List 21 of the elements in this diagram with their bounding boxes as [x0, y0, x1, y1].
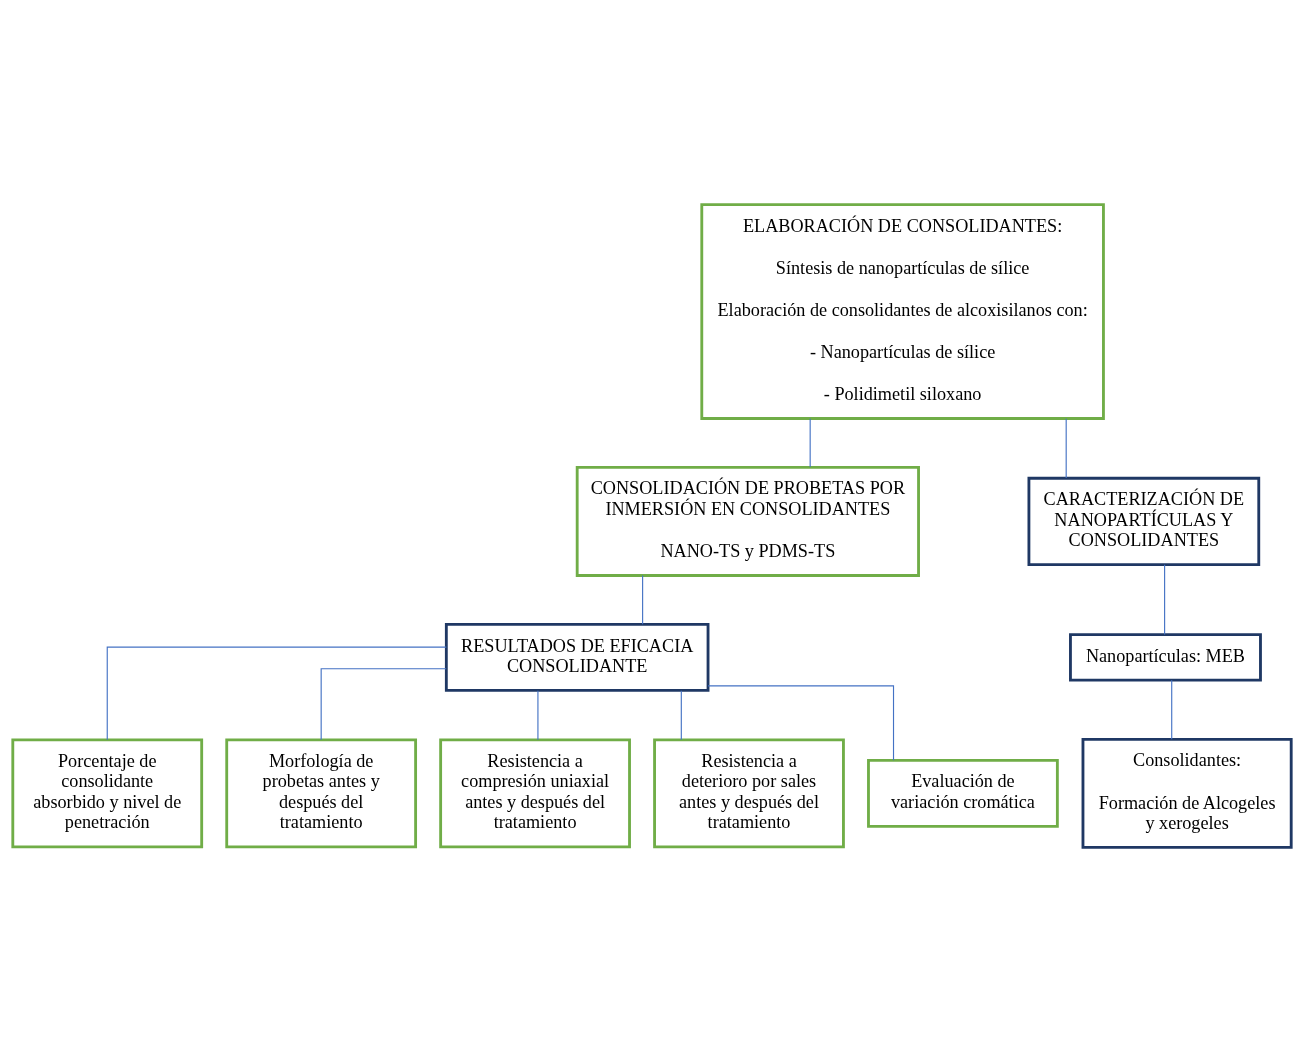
connector [537, 689, 539, 740]
node-box: Resistencia a deterioro por sales antes y después del tratamiento [653, 738, 845, 848]
connector [809, 417, 811, 468]
node-box: Nanopartículas: MEB [1069, 632, 1262, 682]
node-box: RESULTADOS DE EFICACIA CONSOLIDANTE [444, 622, 710, 692]
node-box: ELABORACIÓN DE CONSOLIDANTES: Síntesis de nanopartículas de sílice Elaboración de consolidantes de alcoxisilanos con: - Nanopartículas de sílice - Polidimetil siloxano [700, 202, 1105, 420]
connector [707, 684, 895, 761]
node-box: Morfología de probetas antes y después del tratamiento [225, 738, 418, 848]
connector [320, 667, 447, 740]
connector [642, 574, 644, 625]
connector [680, 689, 682, 740]
connector [106, 646, 447, 740]
connector [1164, 563, 1166, 635]
node-box: Resistencia a compresión uniaxial antes y después del tratamiento [439, 738, 631, 848]
connector [1171, 679, 1173, 740]
node-box: Porcentaje de consolidante absorbido y nivel de penetración [11, 738, 204, 848]
node-box: Evaluación de variación cromática [867, 758, 1059, 828]
node-box: CARACTERIZACIÓN DE NANOPARTÍCULAS Y CONSOLIDANTES [1027, 476, 1261, 566]
node-box: CONSOLIDACIÓN DE PROBETAS POR INMERSIÓN EN CONSOLIDANTES NANO-TS y PDMS-TS [575, 465, 920, 577]
node-box: Consolidantes: Formación de Alcogeles y xerogeles [1081, 737, 1293, 849]
connector [1065, 417, 1067, 479]
